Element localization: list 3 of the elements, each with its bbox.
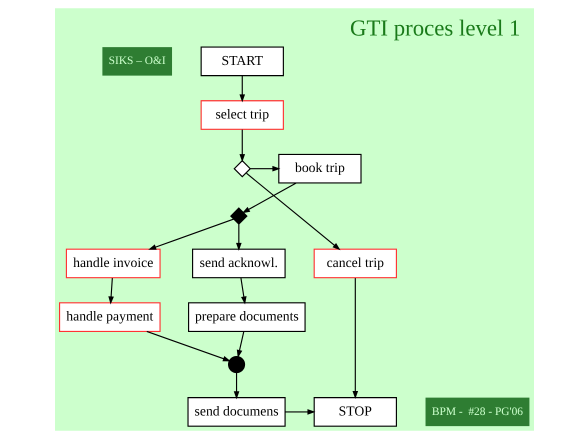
label: SIKS – O&I <box>108 55 166 68</box>
diagram-title: GTI proces level 1 <box>349 16 520 41</box>
label: BPM - #28 - PG'06 <box>431 406 523 418</box>
